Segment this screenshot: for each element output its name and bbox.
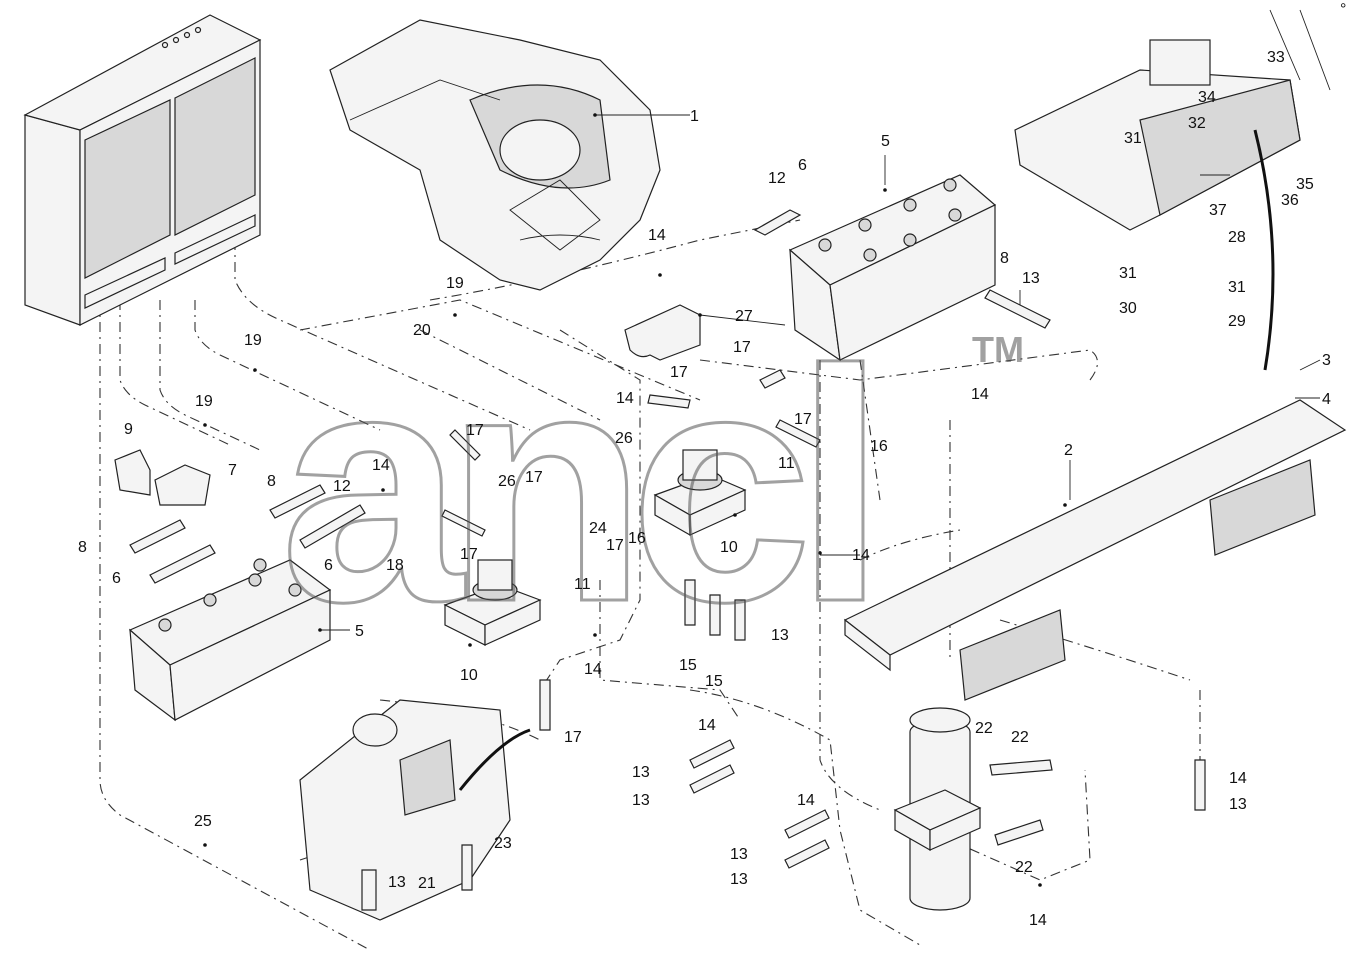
engine-lower [299, 699, 531, 921]
battery-switch-right [653, 449, 747, 537]
electrical-cabinet [23, 14, 262, 326]
callout-18: 18 [386, 557, 404, 574]
callout-14: 14 [698, 717, 716, 734]
callout-13: 13 [632, 764, 650, 781]
callout-5: 5 [355, 623, 364, 640]
callout-34: 34 [1198, 89, 1216, 106]
callout-14: 14 [648, 227, 666, 244]
callout-17: 17 [466, 422, 484, 439]
callout-5: 5 [881, 133, 890, 150]
callout-37: 37 [1209, 202, 1227, 219]
callout-2: 2 [1064, 442, 1073, 459]
callout-26: 26 [615, 430, 633, 447]
callout-14: 14 [852, 547, 870, 564]
callout-4: 4 [1322, 391, 1331, 408]
mounting-bracket [624, 304, 701, 361]
callout-32: 32 [1188, 115, 1206, 132]
terminal-covers [114, 449, 211, 506]
callout-14: 14 [584, 661, 602, 678]
callout-25: 25 [194, 813, 212, 830]
battery-switch-left [443, 559, 542, 646]
callout-17: 17 [606, 537, 624, 554]
callout-16: 16 [870, 438, 888, 455]
callout-17: 17 [564, 729, 582, 746]
callout-13: 13 [730, 846, 748, 863]
callout-33: 33 [1267, 49, 1285, 66]
callout-6: 6 [798, 157, 807, 174]
callout-14: 14 [372, 457, 390, 474]
callout-6: 6 [112, 570, 121, 587]
watermark-text: ancl [280, 301, 868, 670]
callout-17: 17 [794, 411, 812, 428]
callout-14: 14 [1029, 912, 1047, 929]
callout-1: 1 [690, 108, 699, 125]
callout-13: 13 [771, 627, 789, 644]
callout-13: 13 [632, 792, 650, 809]
callout-10: 10 [460, 667, 478, 684]
callout-13: 13 [388, 874, 406, 891]
callout-9: 9 [124, 421, 133, 438]
callout-13: 13 [730, 871, 748, 888]
callout-13: 13 [1022, 270, 1040, 287]
callout-22: 22 [1015, 859, 1033, 876]
callout-dots [203, 113, 1067, 887]
callout-17: 17 [733, 339, 751, 356]
callout-14: 14 [797, 792, 815, 809]
callout-21: 21 [418, 875, 436, 892]
callout-27: 27 [735, 308, 753, 325]
callout-19: 19 [195, 393, 213, 410]
callout-14: 14 [616, 390, 634, 407]
callout-24: 24 [589, 520, 607, 537]
callout-11: 11 [778, 455, 795, 472]
callout-8: 8 [78, 539, 87, 556]
callout-10: 10 [720, 539, 738, 556]
callout-19: 19 [244, 332, 262, 349]
callout-22: 22 [1011, 729, 1029, 746]
callout-30: 30 [1119, 300, 1137, 317]
callout-23: 23 [494, 835, 512, 852]
callout-17: 17 [670, 364, 688, 381]
leader-lines [320, 114, 1321, 631]
watermark-logo: ancl TM [279, 300, 1024, 672]
frame-section [1014, 9, 1331, 371]
callout-15: 15 [679, 657, 697, 674]
callout-31: 31 [1124, 130, 1142, 147]
callout-11: 11 [574, 576, 591, 593]
cable-lugs [129, 209, 1206, 911]
callout-26: 26 [498, 473, 516, 490]
callout-35: 35 [1296, 176, 1314, 193]
callout-7: 7 [228, 462, 237, 479]
callout-14: 14 [1229, 770, 1247, 787]
callout-labels: 1 2 3 4 5 5 6 6 6 7 8 8 8 9 10 10 11 11 … [78, 49, 1331, 929]
callout-31: 31 [1119, 265, 1137, 282]
callout-29: 29 [1228, 313, 1246, 330]
callout-12: 12 [333, 478, 351, 495]
callout-14: 14 [971, 386, 989, 403]
callout-15: 15 [705, 673, 723, 690]
air-tank [893, 707, 982, 911]
callout-12: 12 [768, 170, 786, 187]
corner-mark: ° [1340, 1, 1346, 18]
callout-16: 16 [628, 530, 646, 547]
callout-17: 17 [525, 469, 543, 486]
battery-top-right [788, 174, 997, 362]
callout-19: 19 [446, 275, 464, 292]
callout-31: 31 [1228, 279, 1246, 296]
callout-3: 3 [1322, 352, 1331, 369]
callout-17: 17 [460, 546, 478, 563]
callout-22: 22 [975, 720, 993, 737]
mounting-plate [843, 399, 1347, 701]
callout-13: 13 [1229, 796, 1247, 813]
callout-8: 8 [267, 473, 276, 490]
watermark-trademark: TM [972, 329, 1024, 370]
callout-8: 8 [1000, 250, 1009, 267]
callout-20: 20 [413, 322, 431, 339]
engine-upper [329, 19, 661, 291]
callout-36: 36 [1281, 192, 1299, 209]
callout-6: 6 [324, 557, 333, 574]
callout-28: 28 [1228, 229, 1246, 246]
battery-bottom-left [128, 558, 332, 722]
